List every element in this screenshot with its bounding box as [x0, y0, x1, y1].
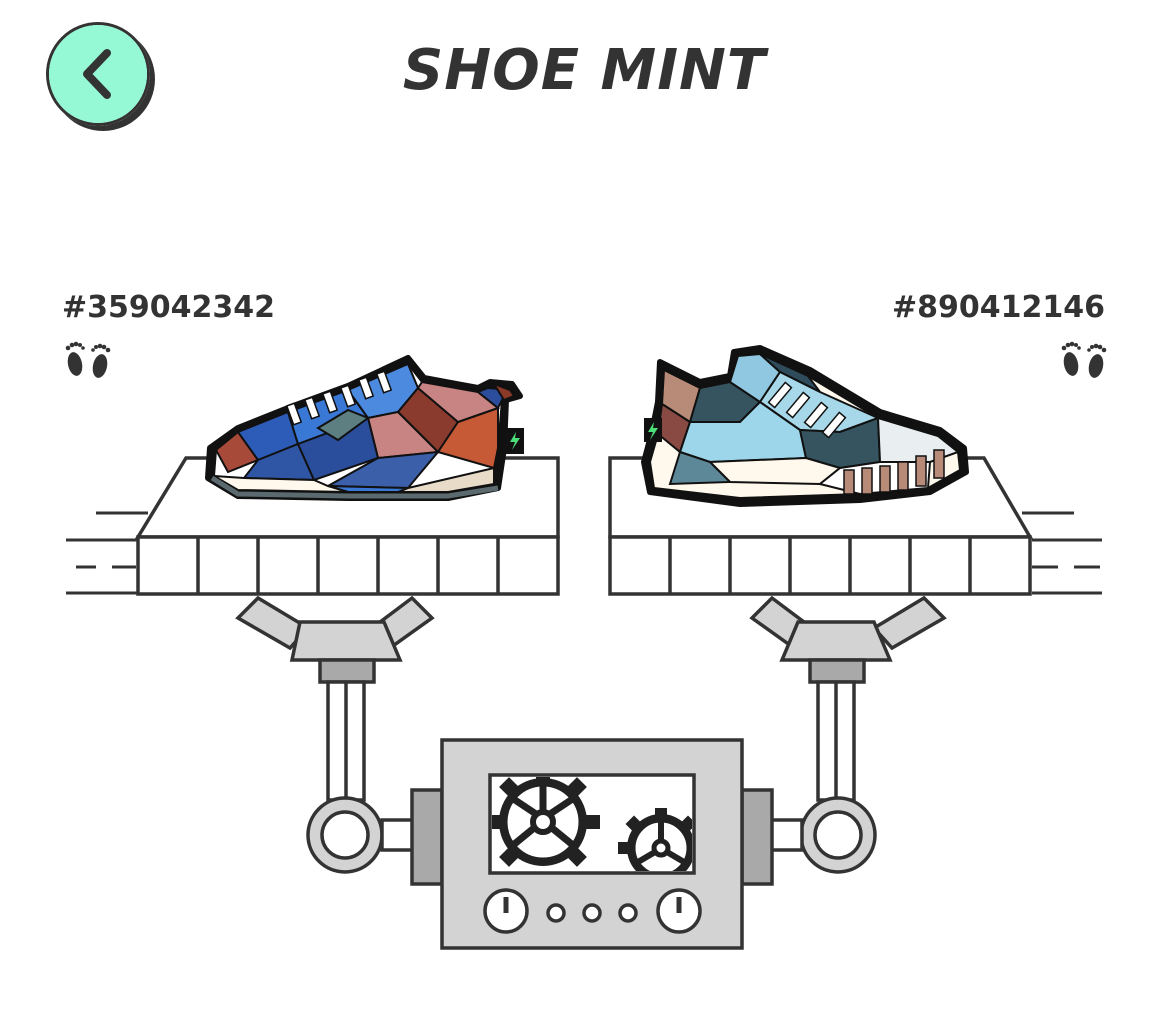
back-button[interactable]: [46, 22, 150, 126]
right-robot-arm: [749, 595, 947, 874]
page-title: SHOE MINT: [402, 38, 767, 103]
footprints-icon: [65, 341, 111, 378]
shoe-id-right: #890412146: [891, 290, 1105, 325]
shoe-id-left: #359042342: [62, 290, 276, 325]
machine-controls: [483, 888, 702, 934]
left-robot-arm: [235, 595, 435, 874]
chevron-left-icon: [49, 25, 147, 123]
gears-icon: [492, 777, 692, 871]
footprints-icon: [1061, 341, 1107, 378]
right-shoe[interactable]: [640, 342, 972, 508]
left-shoe[interactable]: [198, 348, 530, 508]
